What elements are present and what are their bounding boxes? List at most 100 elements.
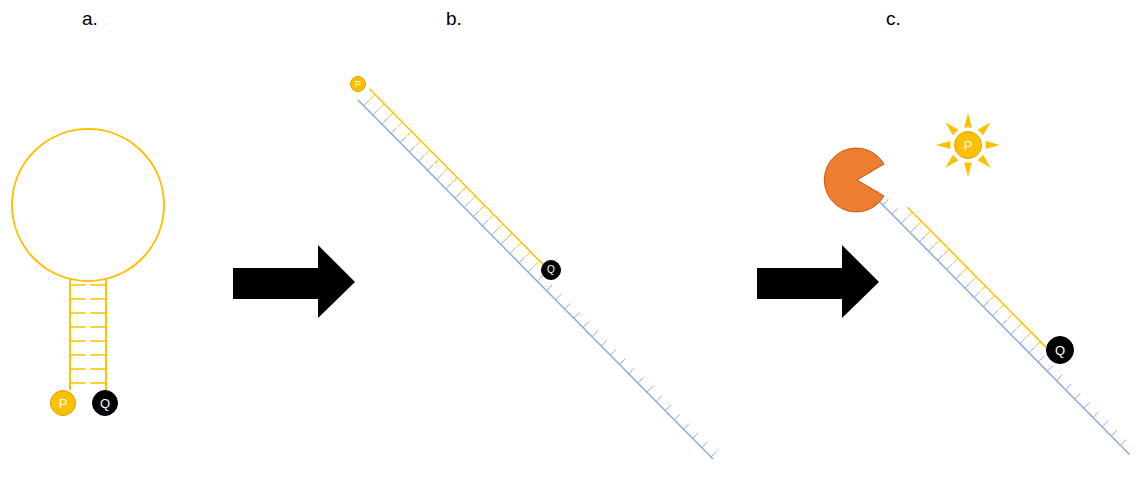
base-tick (70, 326, 86, 328)
quencher: Q (541, 260, 561, 280)
base-tick (480, 205, 485, 210)
base-tick (90, 382, 106, 384)
base-tick (656, 396, 662, 402)
panel-label: a. (82, 8, 98, 30)
base-tick (546, 285, 552, 291)
base-tick (90, 326, 106, 328)
base-tick (981, 286, 986, 291)
base-tick (443, 168, 448, 173)
base-tick (397, 122, 402, 127)
node-label: P (59, 397, 68, 410)
polymerase (824, 148, 884, 212)
base-tick (565, 303, 571, 309)
base-tick (428, 165, 434, 171)
ray (964, 113, 972, 127)
node-label: P (964, 139, 973, 152)
base-tick (693, 433, 699, 439)
base-tick (683, 424, 689, 430)
base-tick (1020, 338, 1026, 344)
base-tick (535, 261, 540, 266)
base-pairs (70, 285, 106, 383)
base-tick (537, 276, 543, 282)
base-tick (583, 322, 589, 328)
beacon-stem (70, 278, 106, 390)
base-tick (947, 264, 953, 270)
base-tick (892, 209, 898, 215)
base-tick (910, 227, 916, 233)
base-tick (498, 224, 503, 229)
base-tick (1002, 319, 1008, 325)
base-tick (999, 305, 1004, 310)
base-tick (516, 242, 521, 247)
base-tick (409, 146, 415, 152)
base-tick (1093, 412, 1099, 418)
base-tick (90, 298, 106, 300)
base-tick (510, 248, 516, 254)
block-arrow (233, 245, 355, 318)
base-tick (574, 313, 580, 319)
base-tick (601, 340, 607, 346)
base-tick (965, 282, 971, 288)
ray (945, 155, 958, 168)
ray (986, 141, 1000, 149)
base-tick (1075, 393, 1081, 399)
base-tick (418, 156, 424, 162)
ray (978, 122, 991, 135)
quencher: Q (92, 390, 118, 416)
ray (964, 163, 972, 177)
base-tick (489, 215, 494, 220)
node-label: P (355, 80, 361, 89)
base-tick (90, 368, 106, 370)
base-tick (1056, 375, 1062, 381)
base-tick (90, 284, 106, 286)
base-tick (665, 405, 671, 411)
base-tick (1084, 403, 1090, 409)
fluorescence-rays (936, 113, 1000, 177)
base-tick (70, 354, 86, 356)
base-tick (1066, 384, 1072, 390)
base-tick (629, 368, 635, 374)
base-tick (452, 178, 457, 183)
panel-label: c. (886, 8, 901, 30)
base-tick (70, 312, 86, 314)
base-tick (962, 268, 967, 273)
base-tick (400, 137, 406, 143)
base-tick (1035, 342, 1040, 347)
base-tick (416, 141, 421, 146)
base-tick (461, 187, 466, 192)
base-tick (364, 100, 370, 106)
base-tick (70, 340, 86, 342)
probe-strand (369, 89, 548, 270)
base-tick (638, 377, 644, 383)
base-tick (971, 277, 976, 282)
dna-strands (358, 89, 1130, 459)
base-tick (907, 212, 912, 217)
base-tick (379, 104, 384, 109)
base-tick (1038, 356, 1044, 362)
base-tick (391, 128, 397, 134)
base-tick (382, 119, 388, 125)
base-tick (519, 257, 525, 263)
base-tick (938, 255, 944, 261)
template-strand (358, 100, 713, 459)
node-label: Q (547, 265, 555, 275)
base-tick (1029, 347, 1035, 353)
base-tick (620, 359, 626, 365)
template-strand (868, 190, 1130, 454)
block-arrow (757, 245, 879, 318)
base-tick (702, 442, 708, 448)
base-tick (90, 312, 106, 314)
base-tick (501, 239, 507, 245)
base-tick (90, 354, 106, 356)
base-tick (1111, 430, 1117, 436)
node-label: Q (1055, 344, 1065, 357)
base-tick (455, 192, 461, 198)
beacon-loop (12, 129, 164, 281)
ray (945, 122, 958, 135)
base-tick (434, 159, 439, 164)
base-tick (990, 295, 995, 300)
base-tick (674, 414, 680, 420)
base-tick (935, 240, 940, 245)
node-label: Q (100, 397, 110, 410)
base-tick (525, 252, 530, 257)
